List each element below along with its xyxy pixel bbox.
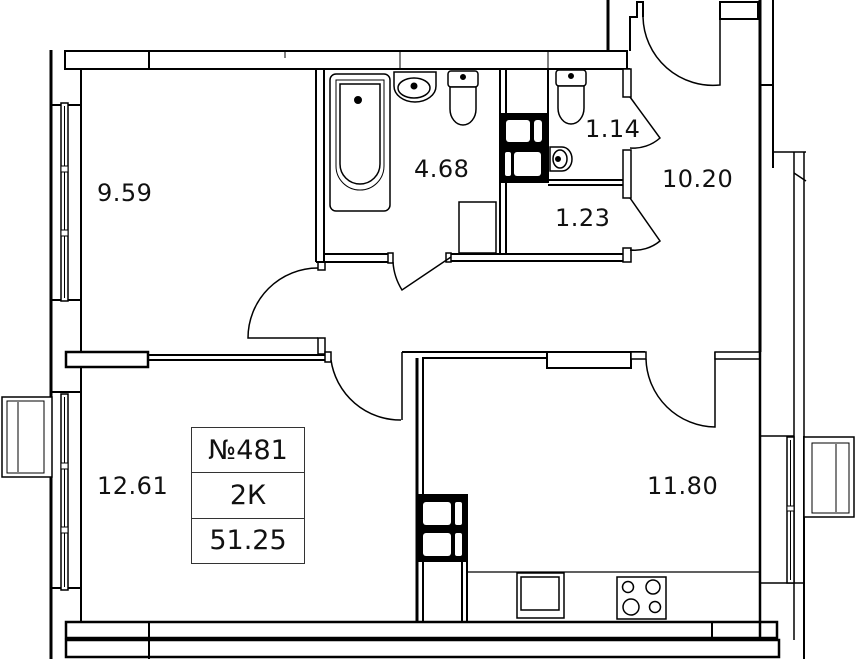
bottom-wall: [64, 620, 781, 659]
right-wall-lower: [758, 352, 805, 659]
top-wall: [64, 50, 628, 70]
toilet-room: [548, 69, 628, 186]
wall-bedroom-kitchen: [401, 352, 468, 622]
utility-shaft: [499, 69, 549, 254]
area-label-storage: 1.23: [555, 204, 611, 232]
apartment-number: №481: [192, 428, 304, 474]
apartment-rooms: 2К: [192, 473, 304, 519]
entrance-area: [606, 0, 807, 436]
window-bottom-left: [60, 393, 69, 591]
area-label-bathroom: 4.68: [414, 155, 470, 183]
balcony-right: [803, 436, 855, 518]
washbasin: [393, 71, 437, 103]
wall-hallway-bottom: [402, 351, 761, 428]
area-label-hallway: 10.20: [662, 165, 734, 193]
window-top-left: [60, 102, 69, 302]
wall-bedroom-bathroom: [315, 69, 325, 262]
apartment-info-box: №481 2К 51.25: [191, 427, 305, 564]
door-top-bedroom: [247, 261, 326, 339]
kitchen-counter: [467, 571, 760, 619]
area-label-toilet: 1.14: [585, 115, 641, 143]
bathtub: [329, 73, 391, 212]
apartment-total-area: 51.25: [209, 525, 287, 557]
bathroom-bottom-wall: [316, 252, 630, 292]
area-label-kitchen: 11.80: [647, 472, 719, 500]
toilet-bathroom: [447, 70, 479, 126]
stove: [616, 576, 667, 620]
area-label-bedroom-bottom-left: 12.61: [97, 472, 169, 500]
door-bottom-bedroom: [330, 359, 402, 421]
toilet-storage-doors: [622, 68, 662, 263]
bathroom-top-wall: [316, 51, 630, 70]
washing-machine: [458, 201, 497, 254]
balcony-left: [1, 396, 53, 478]
wall-between-bedrooms: [64, 337, 332, 369]
area-label-bedroom-top-left: 9.59: [97, 179, 153, 207]
